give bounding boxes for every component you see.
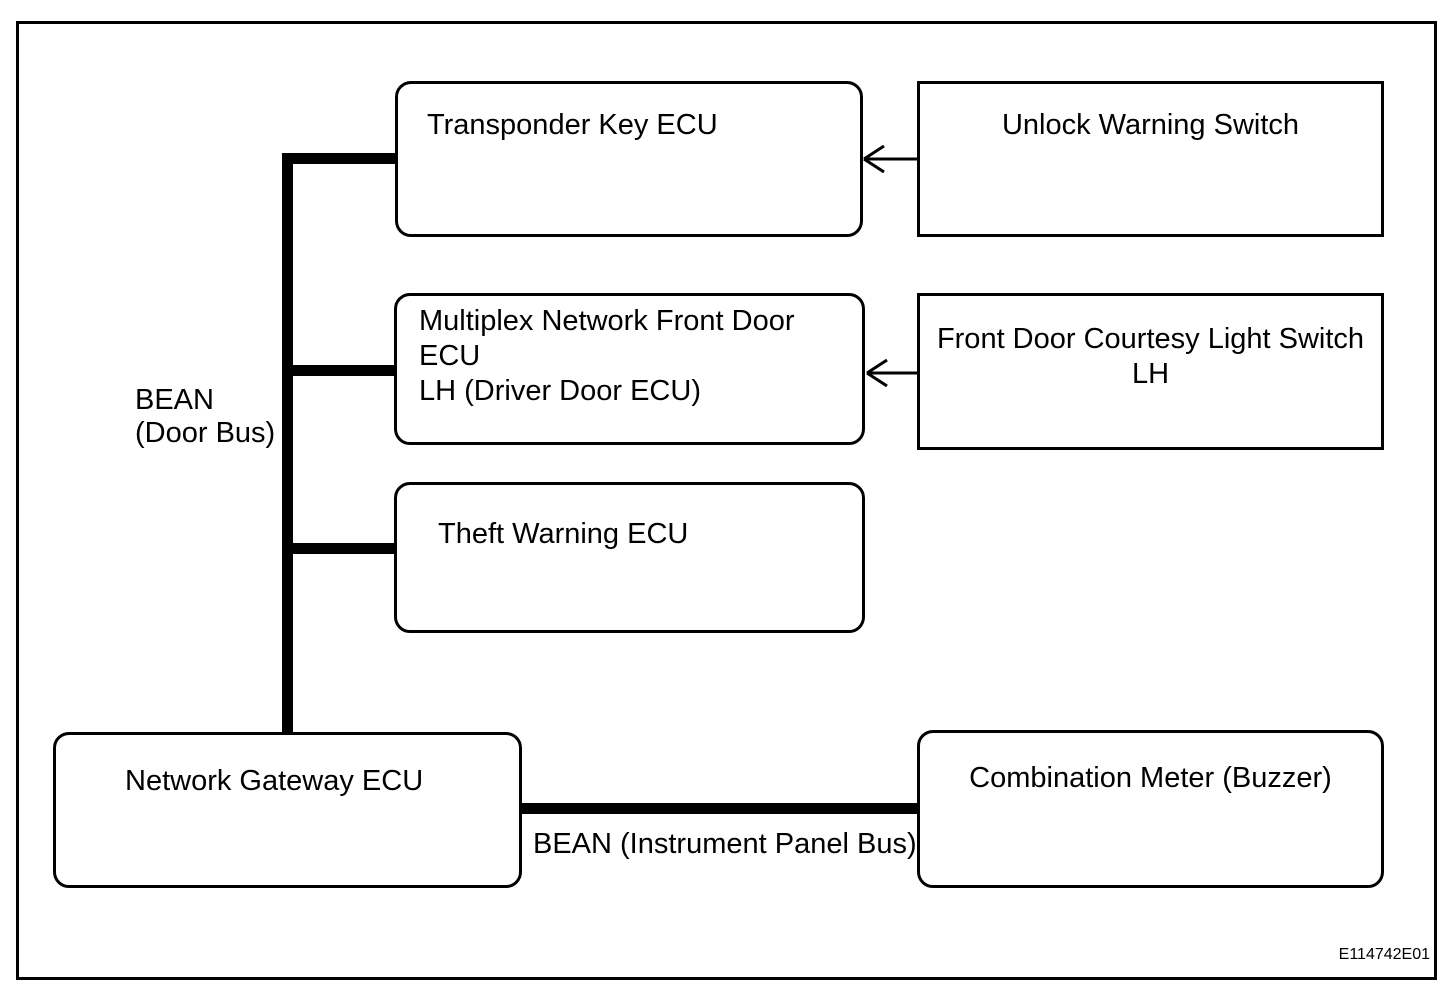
- door-bus-label: BEAN (Door Bus): [135, 384, 275, 450]
- network-gateway-ecu-label: Network Gateway ECU: [125, 765, 424, 797]
- instrument-panel-bus-label: BEAN (Instrument Panel Bus): [533, 828, 917, 860]
- door-bus-label-line2: (Door Bus): [135, 417, 276, 449]
- transponder-key-ecu-box: Transponder Key ECU: [395, 81, 863, 237]
- arrow-left-icon: [863, 144, 918, 174]
- multiplex-front-door-ecu-label-line2: LH (Driver Door ECU): [419, 375, 701, 407]
- transponder-key-ecu-label: Transponder Key ECU: [427, 109, 718, 141]
- multiplex-front-door-ecu-box: Multiplex Network Front Door ECU LH (Dri…: [394, 293, 865, 445]
- combination-meter-box: Combination Meter (Buzzer): [917, 730, 1384, 888]
- unlock-warning-switch-box: Unlock Warning Switch: [917, 81, 1384, 237]
- arrow-left-icon: [866, 358, 918, 388]
- front-door-courtesy-light-switch-box: Front Door Courtesy Light Switch LH: [917, 293, 1384, 450]
- connector-courtesy-switch-to-multiplex: [864, 355, 919, 396]
- door-bus-branch-multiplex: [282, 365, 395, 376]
- multiplex-front-door-ecu-label-line1: Multiplex Network Front Door ECU: [419, 305, 795, 372]
- instrument-panel-bus-line: [521, 803, 918, 814]
- figure-code: E114742E01: [1338, 946, 1430, 963]
- combination-meter-label: Combination Meter (Buzzer): [969, 762, 1332, 794]
- unlock-warning-switch-label: Unlock Warning Switch: [1001, 109, 1300, 141]
- door-bus-branch-theft: [282, 543, 395, 554]
- door-bus-branch-transponder: [282, 153, 396, 164]
- door-bus-vertical-line: [282, 153, 293, 732]
- theft-warning-ecu-label: Theft Warning ECU: [438, 518, 689, 550]
- door-bus-label-line1: BEAN: [135, 384, 214, 416]
- network-gateway-ecu-box: Network Gateway ECU: [53, 732, 522, 888]
- theft-warning-ecu-box: Theft Warning ECU: [394, 482, 865, 633]
- connector-unlock-switch-to-transponder: [861, 141, 919, 182]
- front-door-courtesy-light-switch-label: Front Door Courtesy Light Switch LH: [936, 323, 1365, 390]
